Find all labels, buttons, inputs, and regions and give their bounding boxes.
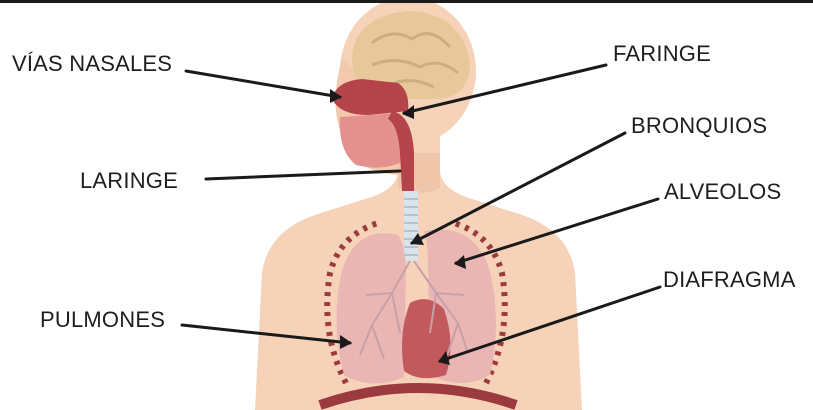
label-vias-nasales: VÍAS NASALES (12, 53, 172, 75)
pointer-laringe (206, 171, 400, 179)
label-bronquios: BRONQUIOS (631, 115, 767, 137)
heart (402, 299, 451, 378)
label-pulmones: PULMONES (40, 309, 165, 331)
label-faringe: FARINGE (613, 43, 711, 65)
trachea (404, 191, 418, 261)
pointer-vias-nasales (186, 71, 340, 97)
nasal-cavity (332, 79, 408, 115)
label-alveolos: ALVEOLOS (664, 181, 781, 203)
label-diafragma: DIAFRAGMA (663, 269, 796, 291)
label-laringe: LARINGE (80, 170, 178, 192)
